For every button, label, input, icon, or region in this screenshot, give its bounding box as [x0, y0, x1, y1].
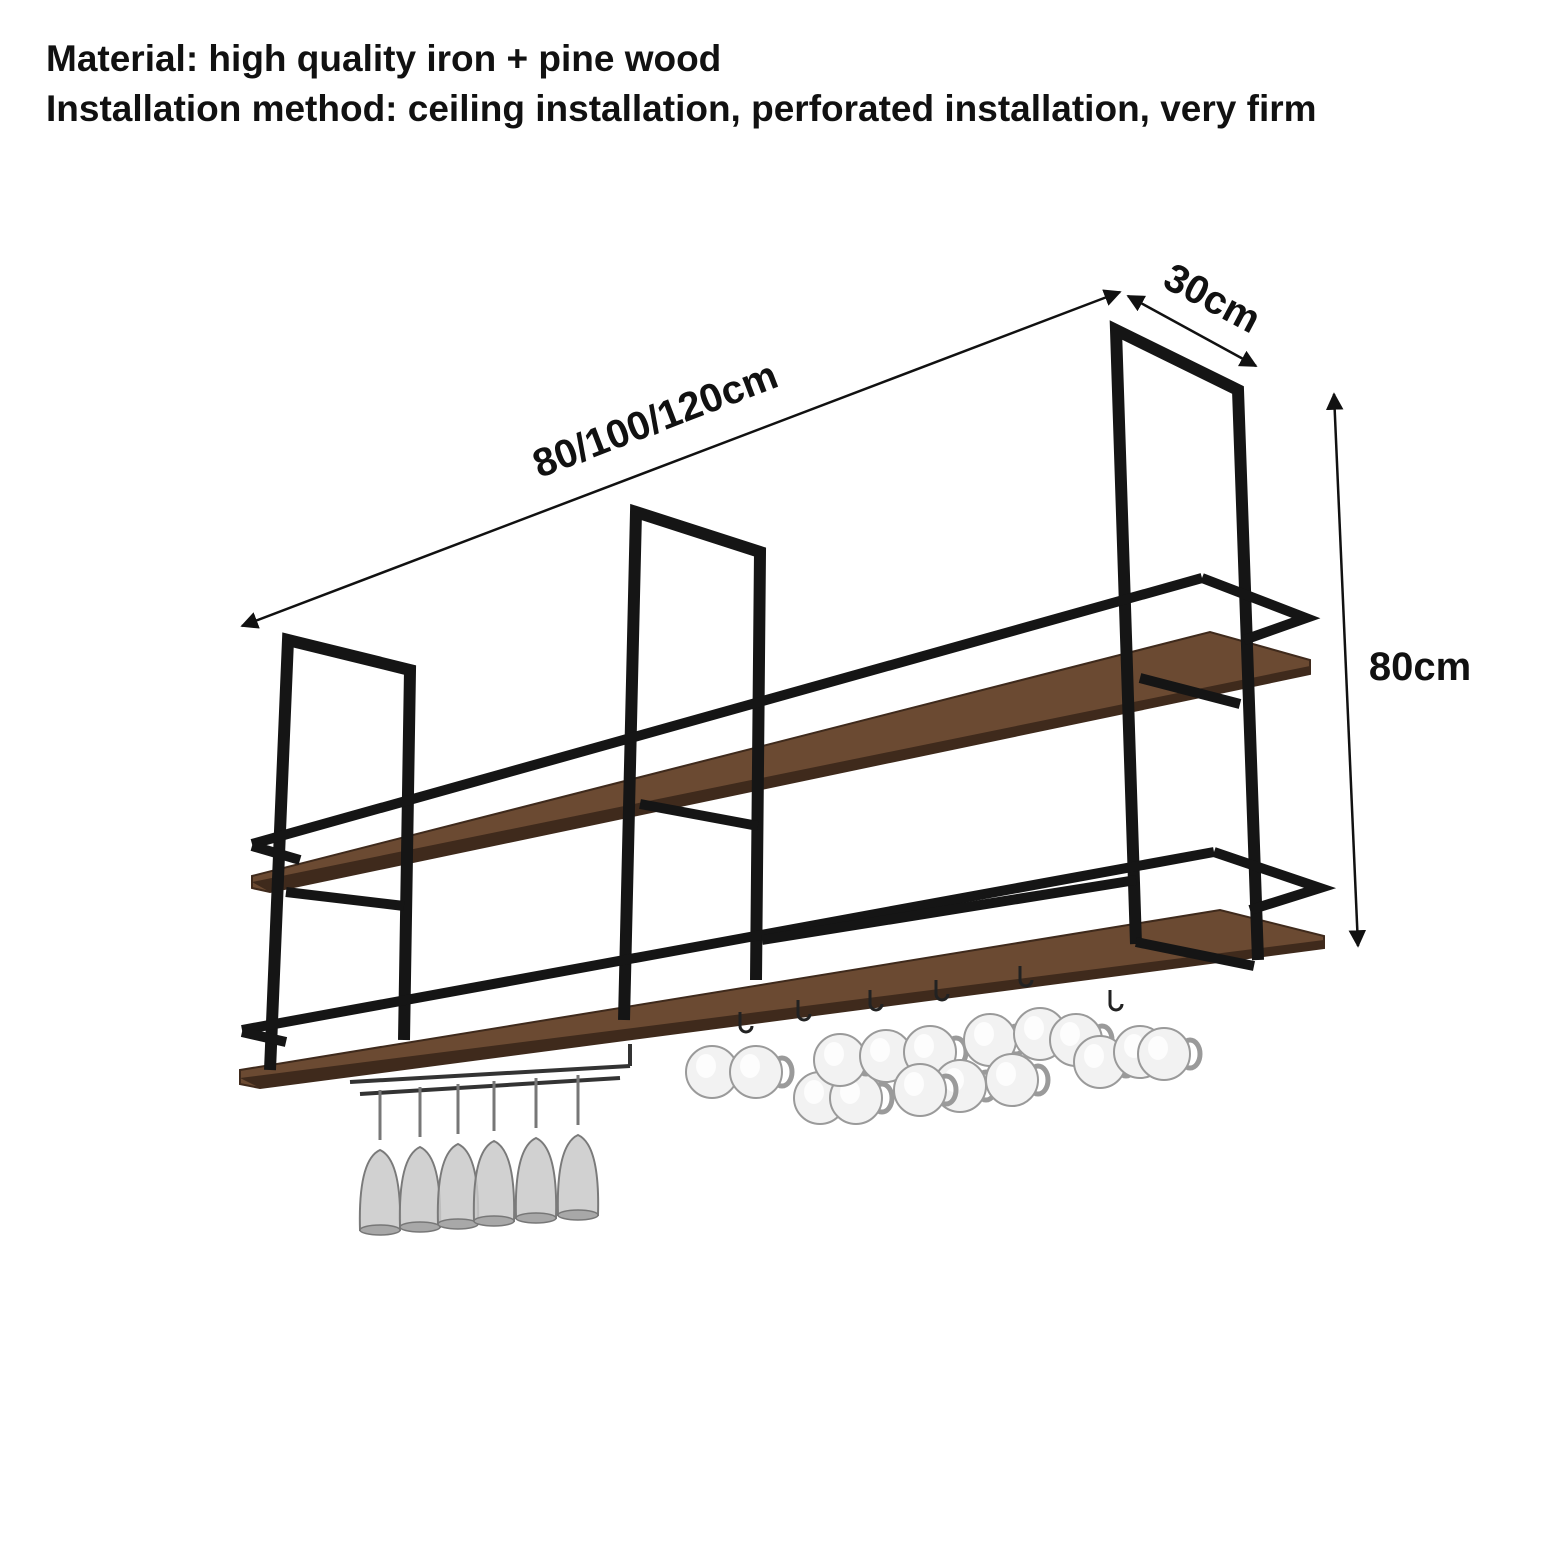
- installation-spec: Installation method: ceiling installatio…: [46, 88, 1317, 129]
- length-dimension: 80/100/120cm: [240, 289, 1122, 629]
- height-arrow: [1325, 392, 1367, 948]
- mugs: [685, 1007, 1203, 1125]
- mug: [985, 1053, 1051, 1107]
- material-spec: Material: high quality iron + pine wood: [46, 38, 722, 79]
- length-arrow: [240, 289, 1122, 629]
- wine-glasses: [358, 1075, 600, 1236]
- mug: [729, 1045, 795, 1099]
- wine-glass: [556, 1075, 600, 1221]
- rack: [239, 320, 1337, 1096]
- lower-rails: [240, 847, 1337, 1047]
- upper-rails: [250, 573, 1321, 911]
- mug: [893, 1063, 959, 1117]
- mug: [1073, 1035, 1139, 1089]
- depth-arrow: [1126, 294, 1258, 368]
- wine-glass: [358, 1090, 402, 1236]
- wine-glass: [514, 1078, 558, 1224]
- wine-glass: [436, 1084, 480, 1230]
- height-dimension: 80cm: [1325, 392, 1471, 948]
- wine-glass: [472, 1081, 516, 1227]
- depth-label: 30cm: [1157, 255, 1268, 342]
- mug-hooks: [738, 966, 1124, 1034]
- middle-frame: [618, 503, 767, 1021]
- height-label: 80cm: [1369, 645, 1471, 689]
- right-frame: [1109, 320, 1264, 961]
- mug: [1137, 1027, 1203, 1081]
- wine-glass: [398, 1087, 442, 1233]
- length-label: 80/100/120cm: [527, 353, 784, 487]
